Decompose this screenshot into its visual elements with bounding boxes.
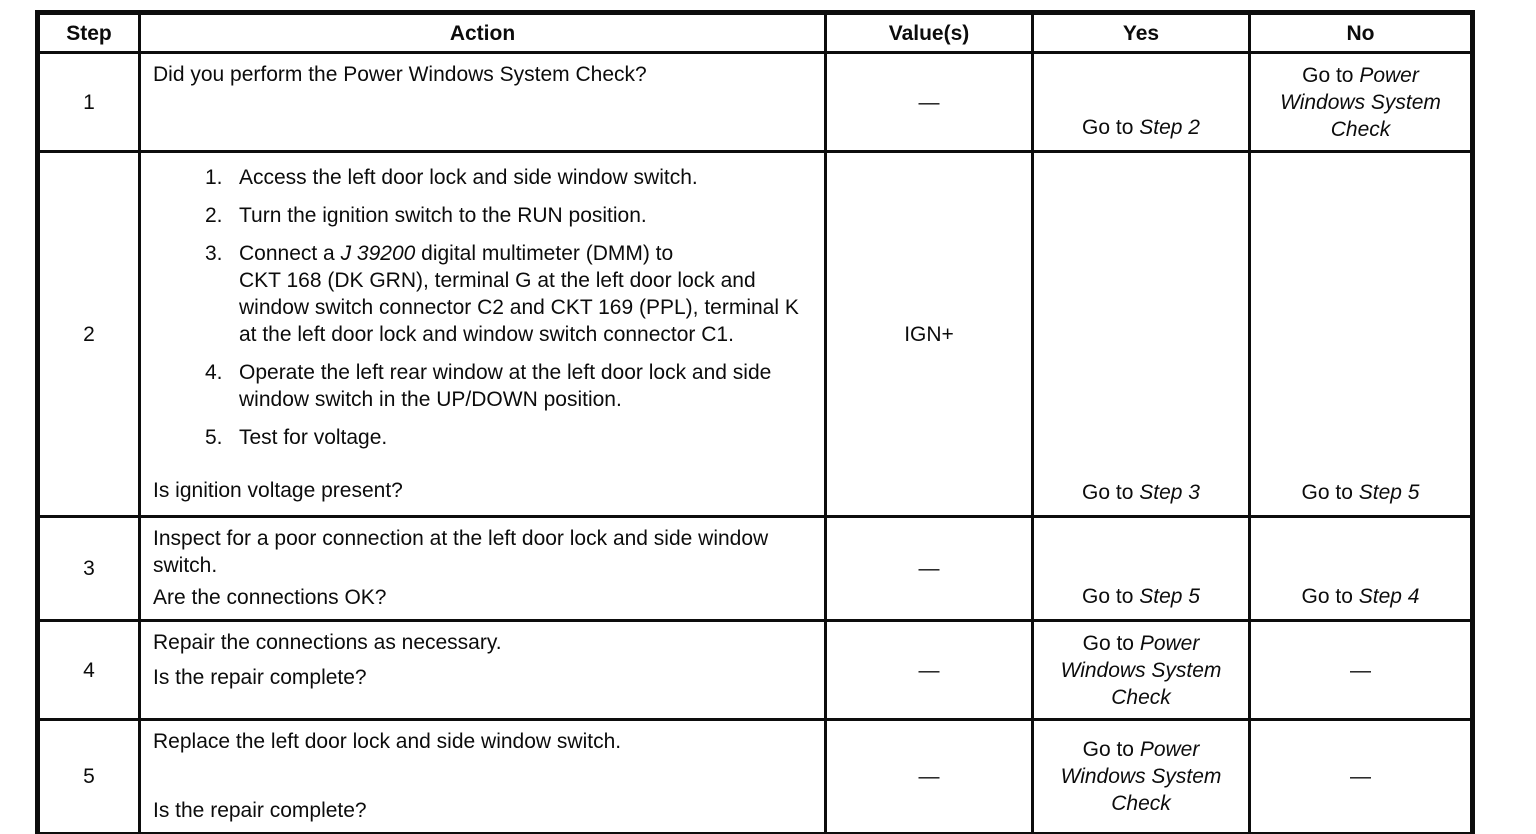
goto-reference: Go to Power Windows System Check bbox=[1060, 736, 1222, 817]
yes-cell: Go to Power Windows System Check bbox=[1031, 718, 1251, 834]
action-text: Repair the connections as necessary. bbox=[153, 631, 502, 654]
goto-reference: Go to Step 4 bbox=[1280, 583, 1442, 610]
goto-reference: Go to Power Windows System Check bbox=[1060, 630, 1222, 711]
goto-prefix: Go to bbox=[1302, 63, 1360, 87]
list-item-number: 3. bbox=[205, 242, 223, 265]
column-header-step: Step bbox=[36, 11, 141, 54]
goto-prefix: Go to bbox=[1082, 116, 1140, 139]
action-cell: 1. Access the left door lock and side wi… bbox=[138, 150, 827, 518]
no-cell: Go to Step 5 bbox=[1248, 150, 1474, 518]
no-dash: — bbox=[1350, 765, 1371, 788]
step-number: 2 bbox=[36, 150, 141, 518]
list-item: 5. Test for voltage. bbox=[205, 424, 814, 451]
no-cell: — bbox=[1248, 619, 1474, 721]
yes-cell: Go to Step 3 bbox=[1031, 150, 1251, 518]
action-cell: Repair the connections as necessary. Is … bbox=[138, 619, 827, 721]
goto-target: Step 5 bbox=[1139, 585, 1200, 608]
action-text: Inspect for a poor connection at the lef… bbox=[153, 527, 769, 577]
goto-reference: Go to Step 5 bbox=[1060, 583, 1222, 610]
no-cell: — bbox=[1248, 718, 1474, 834]
yes-cell: Go to Step 5 bbox=[1031, 515, 1251, 622]
list-item-number: 4. bbox=[205, 361, 223, 384]
goto-prefix: Go to bbox=[1082, 738, 1140, 761]
value-text: — bbox=[918, 557, 940, 580]
goto-target: Step 4 bbox=[1358, 585, 1420, 608]
step-number: 5 bbox=[36, 718, 141, 834]
goto-target: Power Windows System Check bbox=[1060, 738, 1222, 815]
action-numbered-list: 1. Access the left door lock and side wi… bbox=[153, 164, 814, 451]
header-row: Step Action Value(s) Yes No bbox=[36, 11, 1474, 54]
list-item-text: Test for voltage. bbox=[239, 426, 388, 449]
column-header-no: No bbox=[1248, 11, 1474, 54]
value-text: — bbox=[918, 765, 940, 788]
column-header-action: Action bbox=[138, 11, 827, 54]
list-item-text: Connect a J 39200 digital multimeter (DM… bbox=[239, 240, 814, 348]
goto-target: Step 2 bbox=[1139, 116, 1200, 139]
goto-target: Step 3 bbox=[1139, 481, 1200, 504]
value-text: IGN+ bbox=[904, 322, 954, 346]
no-dash: — bbox=[1350, 658, 1371, 682]
step-number: 1 bbox=[36, 51, 141, 153]
goto-prefix: Go to bbox=[1082, 481, 1140, 504]
goto-target: Power Windows System Check bbox=[1060, 631, 1222, 709]
list-item-number: 5. bbox=[205, 426, 223, 449]
action-question: Are the connections OK? bbox=[153, 586, 387, 609]
action-cell: Did you perform the Power Windows System… bbox=[138, 51, 827, 153]
action-cell: Inspect for a poor connection at the lef… bbox=[138, 515, 827, 622]
goto-reference: Go to Step 3 bbox=[1060, 479, 1222, 506]
list-item: 1. Access the left door lock and side wi… bbox=[205, 164, 814, 191]
value-cell: — bbox=[824, 515, 1034, 622]
list-item: 3. Connect a J 39200 digital multimeter … bbox=[205, 240, 814, 348]
diagnostic-table: Step Action Value(s) Yes No 1 Did you pe… bbox=[35, 10, 1475, 834]
list-item: 2. Turn the ignition switch to the RUN p… bbox=[205, 202, 814, 229]
no-cell: Go to Power Windows System Check bbox=[1248, 51, 1474, 153]
action-question: Is the repair complete? bbox=[153, 666, 367, 689]
text-segment: digital multimeter (DMM) to CKT 168 (DK … bbox=[239, 242, 799, 346]
value-cell: IGN+ bbox=[824, 150, 1034, 518]
action-text: Replace the left door lock and side wind… bbox=[153, 730, 622, 753]
step-number: 4 bbox=[36, 619, 141, 721]
table-row-step-5: 5 Replace the left door lock and side wi… bbox=[36, 718, 1474, 834]
goto-prefix: Go to bbox=[1301, 585, 1359, 608]
column-header-yes: Yes bbox=[1031, 11, 1251, 54]
yes-cell: Go to Power Windows System Check bbox=[1031, 619, 1251, 721]
column-header-values: Value(s) bbox=[824, 11, 1034, 54]
value-cell: — bbox=[824, 619, 1034, 721]
goto-target: Power Windows System Check bbox=[1280, 63, 1441, 141]
list-item-text: Turn the ignition switch to the RUN posi… bbox=[239, 204, 647, 227]
list-item: 4. Operate the left rear window at the l… bbox=[205, 359, 814, 413]
action-question: Is the repair complete? bbox=[153, 799, 367, 822]
value-text: — bbox=[918, 658, 940, 682]
table-row-step-3: 3 Inspect for a poor connection at the l… bbox=[36, 515, 1474, 622]
value-cell: — bbox=[824, 718, 1034, 834]
list-item-number: 1. bbox=[205, 166, 223, 189]
action-cell: Replace the left door lock and side wind… bbox=[138, 718, 827, 834]
yes-cell: Go to Step 2 bbox=[1031, 51, 1251, 153]
list-item-text: Access the left door lock and side windo… bbox=[239, 166, 698, 189]
goto-prefix: Go to bbox=[1082, 585, 1140, 608]
goto-reference: Go to Power Windows System Check bbox=[1280, 62, 1442, 143]
goto-prefix: Go to bbox=[1301, 481, 1359, 504]
step-number: 3 bbox=[36, 515, 141, 622]
goto-prefix: Go to bbox=[1082, 631, 1140, 655]
goto-target: Step 5 bbox=[1358, 481, 1420, 504]
no-cell: Go to Step 4 bbox=[1248, 515, 1474, 622]
list-item-number: 2. bbox=[205, 204, 223, 227]
tool-reference: J 39200 bbox=[340, 242, 416, 265]
table-row-step-4: 4 Repair the connections as necessary. I… bbox=[36, 619, 1474, 721]
value-text: — bbox=[918, 90, 940, 114]
text-segment: Connect a bbox=[239, 242, 341, 265]
list-item-text: Operate the left rear window at the left… bbox=[239, 361, 778, 411]
action-question: Is ignition voltage present? bbox=[153, 479, 403, 502]
table-row-step-1: 1 Did you perform the Power Windows Syst… bbox=[36, 51, 1474, 153]
table-row-step-2: 2 1. Access the left door lock and side … bbox=[36, 150, 1474, 518]
goto-reference: Go to Step 2 bbox=[1060, 114, 1222, 141]
value-cell: — bbox=[824, 51, 1034, 153]
goto-reference: Go to Step 5 bbox=[1280, 479, 1442, 506]
action-text: Did you perform the Power Windows System… bbox=[153, 63, 647, 86]
